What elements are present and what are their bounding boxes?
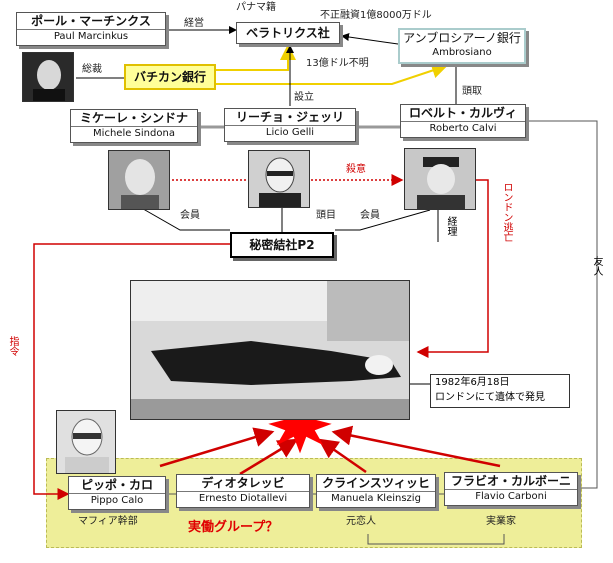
label-businessman: 実業家 <box>486 516 516 527</box>
label-shirei: 指令 <box>7 336 18 356</box>
arrow-calo-explosion <box>159 427 275 468</box>
ambrosiano-name-en: Ambrosiano <box>432 47 492 58</box>
person-marcinkus: ポール・マーチンクス Paul Marcinkus <box>16 12 166 46</box>
sindona-name-jp: ミケーレ・シンドナ <box>79 111 188 125</box>
photo-calvi <box>404 148 476 210</box>
person-diotallevi: ディオタレッビ Ernesto Diotallevi <box>176 474 310 508</box>
label-keiei: 経営 <box>184 18 204 29</box>
person-calo: ピッポ・カロ Pippo Calo <box>68 476 166 510</box>
label-toudori: 頭取 <box>462 86 482 97</box>
photo-calo <box>56 410 116 474</box>
vatican-name: バチカン銀行 <box>133 70 206 84</box>
line-calvi-carboni <box>526 120 598 489</box>
death-caption: 1982年6月18日 ロンドンにて遺体で発見 <box>430 374 570 408</box>
carboni-name-en: Flavio Carboni <box>445 489 577 503</box>
org-vatican-bank: バチカン銀行 <box>124 64 216 90</box>
caption-text: ロンドンにて遺体で発見 <box>435 392 545 403</box>
label-unknown: 13億ドル不明 <box>306 58 369 69</box>
line-vatican-bellatrix <box>216 44 296 71</box>
group-title: 実働グループ？ <box>188 520 279 535</box>
ambrosiano-name-jp: アンブロシアーノ銀行 <box>403 31 521 45</box>
label-kaiin-right: 会員 <box>360 210 380 221</box>
photo-sindona <box>108 150 170 210</box>
person-gelli: リーチョ・ジェッリ Licio Gelli <box>224 108 356 142</box>
kleinszig-name-en: Manuela Kleinszig <box>317 491 435 505</box>
label-yuujin: 友人 <box>591 256 602 276</box>
bracket-kleinszig-carboni <box>367 534 505 545</box>
arrow-carboni-explosion <box>331 425 501 468</box>
p2-name: 秘密結社P2 <box>249 238 315 252</box>
photo-body-found <box>130 280 410 420</box>
label-satsui: 殺意 <box>346 164 366 175</box>
person-kleinszig: クラインスツィッヒ Manuela Kleinszig <box>316 474 436 508</box>
org-p2: 秘密結社P2 <box>230 232 334 258</box>
org-ambrosiano: アンブロシアーノ銀行 Ambrosiano <box>398 28 526 64</box>
arrow-diotallevi-explosion <box>239 438 299 476</box>
person-calvi: ロベルト・カルヴィ Roberto Calvi <box>400 104 526 138</box>
line-p2-calo <box>33 243 230 500</box>
gelli-name-en: Licio Gelli <box>225 125 355 139</box>
photo-gelli <box>248 150 310 208</box>
arrow-kleinszig-explosion <box>317 438 367 474</box>
label-panama: パナマ籍 <box>236 2 276 13</box>
gelli-name-jp: リーチョ・ジェッリ <box>235 110 344 124</box>
label-loan: 不正融資1億8000万ドル <box>320 10 432 21</box>
label-setsuritsu: 設立 <box>294 92 314 103</box>
marcinkus-name-jp: ポール・マーチンクス <box>31 14 151 28</box>
calvi-name-jp: ロベルト・カルヴィ <box>408 106 517 120</box>
label-london-escape: ロンドン逃亡 <box>501 182 512 242</box>
line-calvi-p2 <box>335 209 431 231</box>
line-london-escape <box>416 179 489 358</box>
label-sousai: 総裁 <box>82 64 102 75</box>
label-kaiin-left: 会員 <box>180 210 200 221</box>
calo-name-jp: ピッポ・カロ <box>80 478 153 492</box>
label-ex-lover: 元恋人 <box>346 516 376 527</box>
person-sindona: ミケーレ・シンドナ Michele Sindona <box>70 109 198 143</box>
line-ambrosiano-bellatrix <box>341 33 399 45</box>
carboni-name-jp: フラビオ・カルボーニ <box>450 474 571 488</box>
caption-date: 1982年6月18日 <box>435 377 510 388</box>
label-toumoku: 頭目 <box>316 210 336 221</box>
kleinszig-name-jp: クラインスツィッヒ <box>322 476 430 490</box>
photo-marcinkus <box>22 52 74 102</box>
diotallevi-name-en: Ernesto Diotallevi <box>177 491 309 505</box>
calo-name-en: Pippo Calo <box>69 493 165 507</box>
diotallevi-name-jp: ディオタレッビ <box>201 476 285 490</box>
marcinkus-name-en: Paul Marcinkus <box>17 29 165 43</box>
line-vatican-ambrosiano <box>216 62 448 85</box>
label-keiri: 経理 <box>445 216 456 236</box>
calvi-name-en: Roberto Calvi <box>401 121 525 135</box>
person-carboni: フラビオ・カルボーニ Flavio Carboni <box>444 472 578 506</box>
bellatrix-name: ベラトリクス社 <box>246 26 330 40</box>
sindona-name-en: Michele Sindona <box>71 126 197 140</box>
line-sindona-p2 <box>137 205 230 231</box>
org-bellatrix: ベラトリクス社 <box>236 22 340 44</box>
label-mafia: マフィア幹部 <box>78 516 138 527</box>
